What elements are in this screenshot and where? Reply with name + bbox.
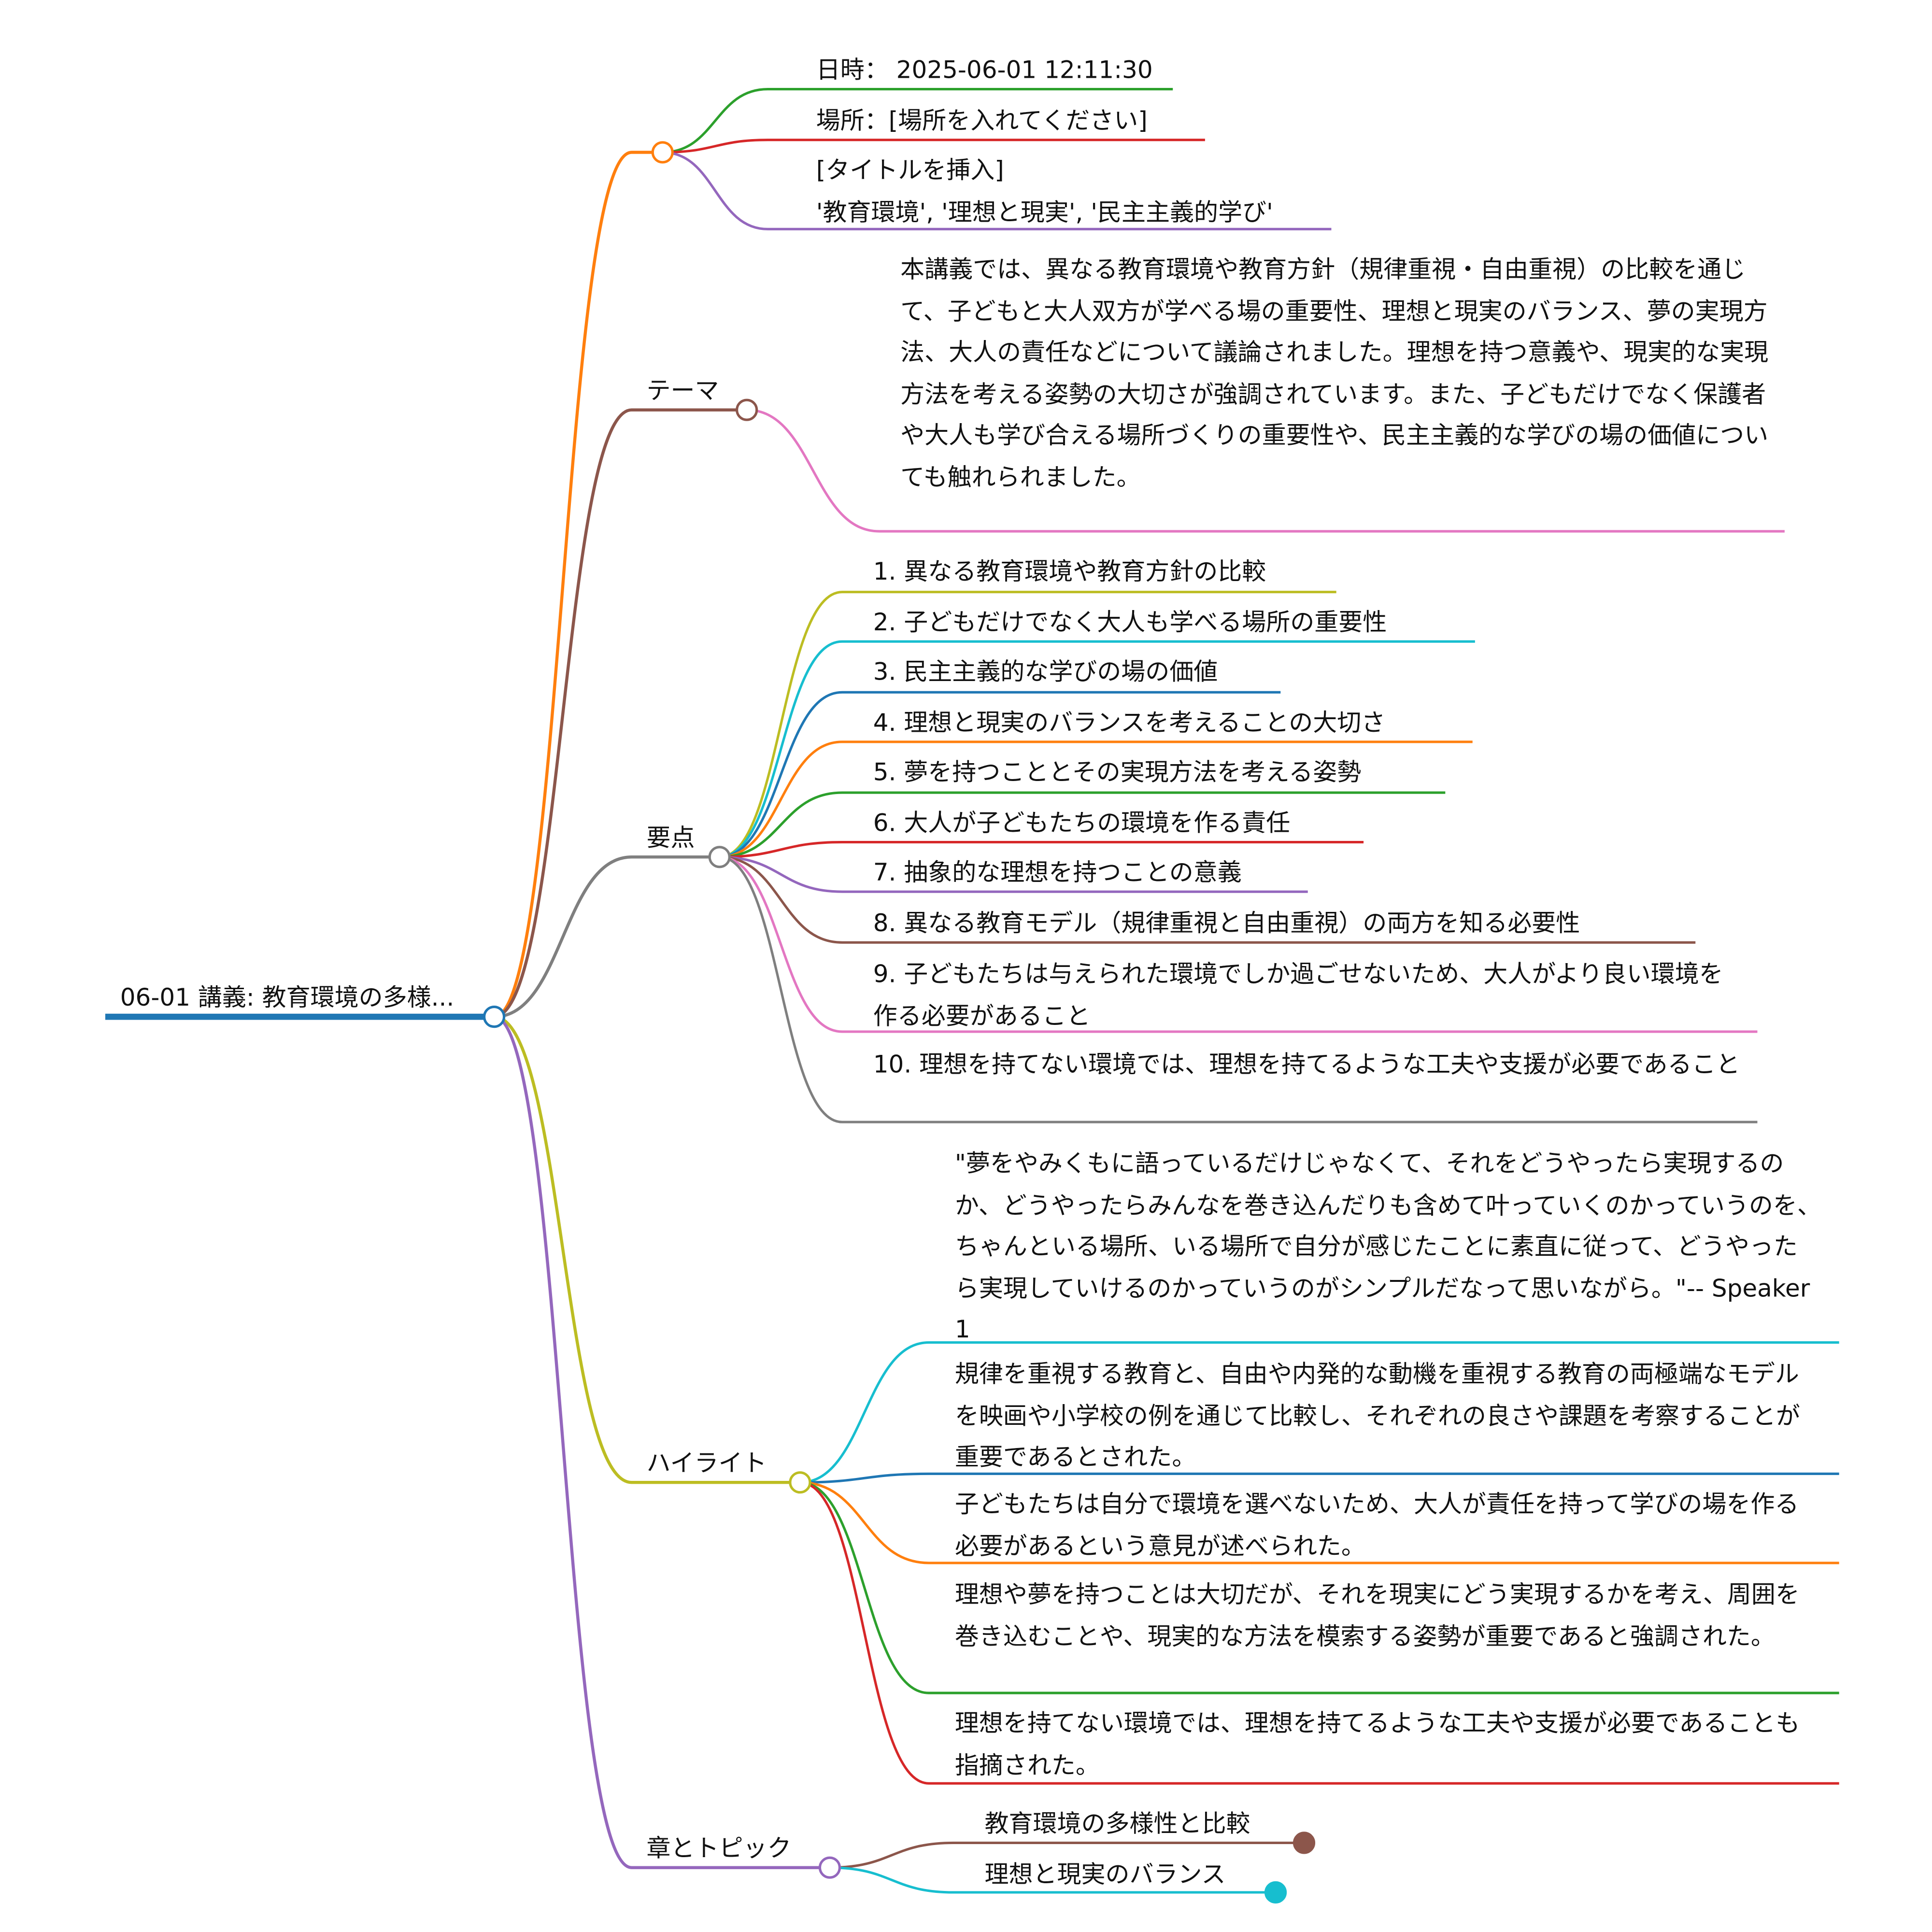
point-item[interactable]: 2. 子どもだけでなく大人も学べる場所の重要性 [873,608,1387,637]
edge [662,139,1205,154]
point-item[interactable]: 9. 子どもたちは与えられた環境でしか過ごせないため、大人がより良い環境を作る必… [873,960,1723,1030]
info-title[interactable]: [タイトルを挿入] [816,156,1004,185]
root-node-toggle[interactable] [483,1006,506,1028]
edge [719,855,1308,893]
edge [829,1866,1276,1894]
edge [800,1481,1839,1694]
highlight-item[interactable]: 理想を持てない環境では、理想を持てるような工夫や支援が必要であることも指摘された… [954,1709,1800,1779]
points-edge [494,855,720,1019]
highlights-node-toggle[interactable] [789,1471,811,1494]
chapters-label[interactable]: 章とトピック [646,1834,792,1863]
root-node-label[interactable]: 06-01 講義: 教育環境の多様... [120,983,455,1012]
points-label[interactable]: 要点 [646,824,695,852]
info-place[interactable]: 場所：[場所を入れてください] [816,106,1148,135]
point-item[interactable]: 4. 理想と現実のバランスを考えることの大切さ [873,708,1386,737]
edge [719,841,1364,858]
highlight-item[interactable]: 子どもたちは自分で環境を選べないため、大人が責任を持って学びの場を作る必要がある… [954,1490,1799,1560]
highlight-item[interactable]: 規律を重視する教育と、自由や内発的な動機を重視する教育の両極端なモデルを映画や小… [954,1360,1800,1472]
edge [719,855,1758,1033]
edge [719,691,1281,858]
highlights-label[interactable]: ハイライト [646,1449,767,1477]
edge [800,1481,1839,1564]
chapters-node-toggle[interactable] [818,1856,841,1879]
edge [747,409,1785,533]
edge [800,1341,1839,1484]
chapter-leaf-dot[interactable] [1293,1832,1316,1854]
highlights-edge [494,1015,800,1484]
point-item[interactable]: 1. 異なる教育環境や教育方針の比較 [873,557,1266,586]
chapter-item[interactable]: 理想と現実のバランス [984,1860,1226,1889]
point-item[interactable]: 7. 抽象的な理想を持つことの意義 [873,858,1242,887]
theme-edge [494,408,747,1019]
info-node-toggle[interactable] [651,141,674,164]
highlight-item[interactable]: "夢をやみくもに語っているだけじゃなくて、それをどうやったら実現するのか、どうや… [954,1149,1821,1345]
info-datetime[interactable]: 日時： 2025-06-01 12:11:30 [816,56,1153,85]
point-item[interactable]: 5. 夢を持つこととその実現方法を考える姿勢 [873,758,1362,787]
highlight-item[interactable]: 理想や夢を持つことは大切だが、それを現実にどう実現するかを考え、周囲を巻き込むこ… [954,1580,1800,1650]
edge [662,88,1173,154]
edge [719,640,1475,858]
edge [829,1841,1304,1869]
chapter-item[interactable]: 教育環境の多様性と比較 [984,1809,1250,1838]
edge [719,740,1473,858]
info-edge [494,151,663,1019]
theme-text[interactable]: 本講義では、異なる教育環境や教育方針（規律重視・自由重視）の比較を通じて、子ども… [900,255,1769,492]
edge [662,151,1332,230]
point-item[interactable]: 8. 異なる教育モデル（規律重視と自由重視）の両方を知る必要性 [873,909,1580,938]
chapters-edge [494,1015,830,1869]
point-item[interactable]: 10. 理想を持てない環境では、理想を持てるような工夫や支援が必要であること [873,1050,1740,1079]
edge [719,591,1336,858]
theme-node-toggle[interactable] [736,398,758,421]
info-keywords[interactable]: '教育環境', '理想と現実', '民主主義的学び' [816,198,1273,227]
edge [719,855,1696,944]
point-item[interactable]: 6. 大人が子どもたちの環境を作る責任 [873,809,1291,838]
chapter-leaf-dot[interactable] [1264,1881,1287,1904]
point-item[interactable]: 3. 民主主義的な学びの場の価値 [873,657,1218,686]
theme-label[interactable]: テーマ [646,376,719,405]
points-node-toggle[interactable] [708,846,731,868]
edge [800,1481,1839,1785]
edge [719,855,1758,1123]
edge [719,791,1446,858]
edge [800,1472,1839,1484]
